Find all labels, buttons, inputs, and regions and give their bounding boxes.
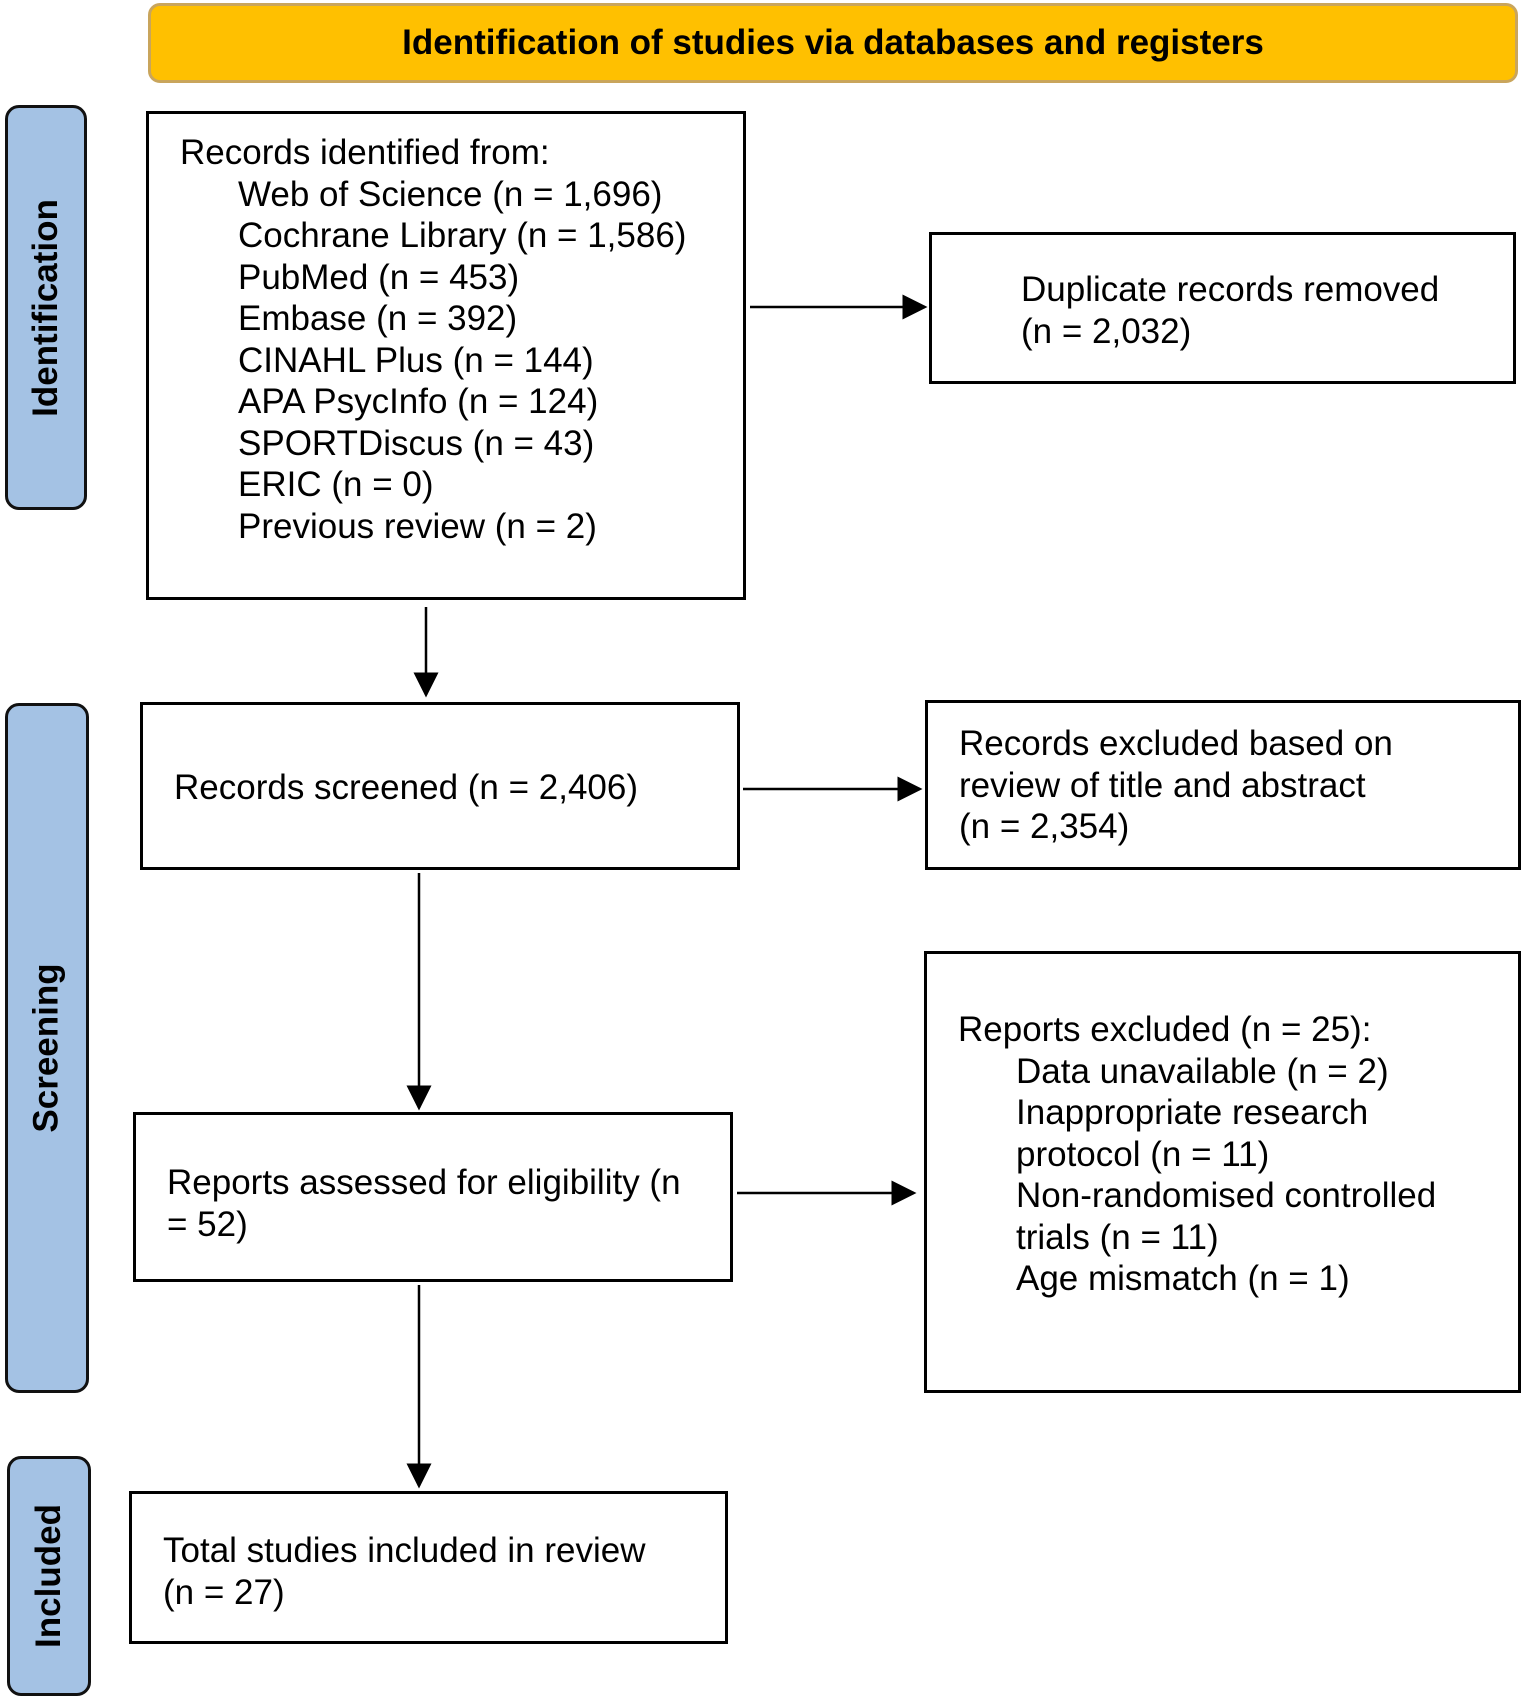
records-identified-list: Web of Science (n = 1,696) Cochrane Libr…	[180, 174, 743, 548]
exclusion-item: Inappropriate research	[1016, 1093, 1369, 1132]
records-excluded-box: Records excluded based on review of titl…	[925, 700, 1521, 870]
reports-assessed-box: Reports assessed for eligibility (n = 52…	[133, 1112, 733, 1282]
records-identified-box: Records identified from: Web of Science …	[146, 111, 746, 600]
duplicates-removed-box: Duplicate records removed (n = 2,032)	[929, 232, 1516, 384]
records-excluded-line: (n = 2,354)	[959, 807, 1130, 846]
included-line: (n = 27)	[163, 1572, 285, 1612]
source-item: APA PsycInfo (n = 124)	[238, 382, 599, 421]
phase-identification: Identification	[5, 105, 87, 510]
source-item: Cochrane Library (n = 1,586)	[238, 216, 687, 255]
source-item: Previous review (n = 2)	[238, 506, 597, 546]
header-title: Identification of studies via databases …	[402, 23, 1264, 62]
records-excluded-line: review of title and abstract	[959, 765, 1366, 805]
phase-screening: Screening	[5, 703, 89, 1393]
exclusion-item: Data unavailable (n = 2)	[1016, 1051, 1389, 1091]
records-identified-title: Records identified from:	[180, 133, 550, 172]
source-item: SPORTDiscus (n = 43)	[238, 423, 595, 463]
source-item: Embase (n = 392)	[238, 299, 518, 338]
included-box: Total studies included in review (n = 27…	[129, 1491, 728, 1644]
reports-excluded-box: Reports excluded (n = 25): Data unavaila…	[924, 951, 1521, 1393]
exclusion-item: protocol (n = 11)	[1016, 1134, 1270, 1174]
records-excluded-line: Records excluded based on	[959, 724, 1393, 763]
reports-assessed-line: = 52)	[167, 1204, 248, 1244]
exclusion-item: Age mismatch (n = 1)	[1016, 1259, 1350, 1298]
source-item: ERIC (n = 0)	[238, 465, 434, 504]
phase-included: Included	[7, 1456, 91, 1696]
header-banner: Identification of studies via databases …	[148, 3, 1518, 83]
exclusion-item: Non-randomised controlled	[1016, 1176, 1437, 1215]
duplicates-line: Duplicate records removed	[1021, 270, 1440, 309]
source-item: CINAHL Plus (n = 144)	[238, 340, 594, 380]
source-item: PubMed (n = 453)	[238, 257, 520, 297]
source-item: Web of Science (n = 1,696)	[238, 174, 663, 214]
reports-excluded-title: Reports excluded (n = 25):	[958, 1010, 1372, 1049]
reports-assessed-line: Reports assessed for eligibility (n	[167, 1163, 681, 1202]
reports-excluded-list: Data unavailable (n = 2) Inappropriate r…	[958, 1051, 1518, 1300]
included-line: Total studies included in review	[163, 1531, 646, 1570]
duplicates-line: (n = 2,032)	[1021, 311, 1192, 351]
records-screened-line: Records screened (n = 2,406)	[174, 768, 639, 807]
records-screened-box: Records screened (n = 2,406)	[140, 702, 740, 870]
exclusion-item: trials (n = 11)	[1016, 1217, 1219, 1257]
